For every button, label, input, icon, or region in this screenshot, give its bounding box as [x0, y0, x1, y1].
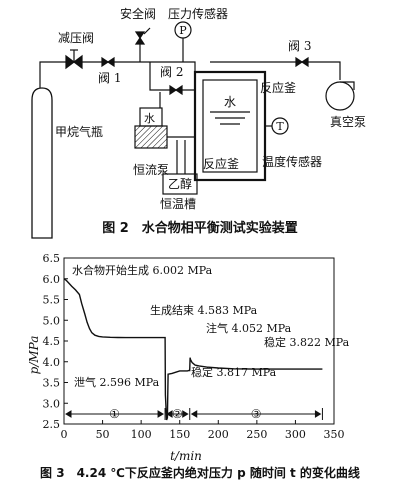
pressure-sensor-symbol: P: [179, 24, 187, 37]
label-water-tank: 水: [144, 112, 155, 125]
stage-arrow-head: [190, 410, 198, 418]
label-vacuum-pump: 真空泵: [330, 115, 366, 129]
figure-2-caption: 图 2 水合物相平衡测试实验装置: [102, 220, 298, 236]
stage-arrow-head: [65, 410, 72, 418]
vacuum-pump: [325, 81, 355, 111]
label-safety-valve: 安全阀: [120, 6, 156, 21]
valve-1: [101, 56, 115, 68]
methane-cylinder: [31, 87, 53, 239]
x-axis-ticks: 0 50 100 150 200 250 300 350: [61, 420, 345, 441]
annotation-stable-final: 稳定 3.822 MPa: [264, 335, 350, 349]
stage-arrow-head: [157, 410, 165, 418]
valve-2: [169, 84, 183, 96]
pressure-reducing-valve: [65, 49, 83, 70]
stage-arrow-head: [182, 410, 189, 418]
x-tick-label: 250: [246, 428, 267, 441]
y-tick-label: 5.0: [43, 314, 61, 327]
y-tick-label: 2.5: [43, 418, 61, 431]
stage-3-label: ③: [251, 407, 262, 421]
y-axis-ticks: 2.5 3.0 3.5 4.0 4.5 5.0 5.5 6.0 6.5: [43, 252, 68, 431]
y-tick-label: 4.5: [43, 335, 61, 348]
x-tick-label: 50: [96, 428, 110, 441]
stage-arrows: [65, 408, 323, 420]
apparatus-diagram: [31, 21, 355, 239]
stage-2-label: ②: [172, 407, 183, 421]
label-pressure-reducing-valve: 减压阀: [58, 31, 94, 45]
temperature-sensor: [271, 117, 289, 135]
pressure-time-chart: 2.5 3.0 3.5 4.0 4.5 5.0 5.5 6.0 6.5 0 50 100 150 200…: [27, 252, 350, 463]
annotation-start: 水合物开始生成 6.002 MPa: [72, 263, 213, 277]
x-axis-label: t/min: [170, 449, 202, 463]
label-constant-flow-pump: 恒流泵: [133, 163, 169, 177]
label-methane-cylinder: 甲烷气瓶: [55, 124, 103, 139]
label-pressure-sensor: 压力传感器: [168, 6, 228, 21]
label-reactor-bottom: 反应釜: [203, 156, 239, 171]
x-tick-label: 0: [61, 428, 68, 441]
constant-flow-pump: [134, 125, 168, 149]
y-tick-label: 3.0: [43, 397, 61, 410]
stage-1-label: ①: [109, 407, 120, 421]
y-tick-label: 6.0: [43, 273, 61, 286]
y-tick-label: 4.0: [43, 356, 61, 369]
pipe-to-vacuum: [230, 61, 341, 80]
x-tick-label: 100: [131, 428, 152, 441]
valve-3: [295, 56, 309, 68]
stage-arrow-head: [166, 410, 173, 418]
x-tick-label: 200: [208, 428, 229, 441]
y-tick-label: 5.5: [43, 294, 61, 307]
label-valve-1: 阀 1: [98, 71, 121, 85]
x-tick-label: 350: [324, 428, 345, 441]
figure-3-caption: 图 3 4.24 ℃下反应釜内绝对压力 p 随时间 t 的变化曲线: [40, 465, 360, 480]
thermostatic-bath: [162, 173, 198, 195]
x-tick-label: 150: [169, 428, 190, 441]
label-valve-3: 阀 3: [288, 39, 311, 53]
label-ethanol: 乙醇: [168, 176, 192, 191]
annotation-end: 生成结束 4.583 MPa: [150, 303, 258, 317]
label-reactor-water: 水: [224, 95, 236, 109]
annotation-inject: 注气 4.052 MPa: [206, 321, 292, 335]
y-tick-label: 6.5: [43, 252, 61, 265]
pressure-curve: [63, 278, 323, 421]
gas-pipe: [39, 61, 196, 88]
y-axis-label: p/MPa: [27, 336, 41, 375]
annotation-stable-mid: 稳定 3.817 MPa: [191, 365, 277, 379]
annotation-vent: 泄气 2.596 MPa: [74, 375, 160, 389]
x-tick-label: 300: [285, 428, 306, 441]
temperature-sensor-symbol: T: [276, 120, 284, 133]
label-reactor-top: 反应釜: [260, 80, 296, 95]
pressure-sensor: [174, 21, 192, 39]
stage-arrow-head: [314, 410, 322, 418]
label-valve-2: 阀 2: [160, 65, 183, 79]
safety-valve: [134, 27, 151, 45]
reactor-inner: [202, 79, 258, 173]
label-thermostatic-bath: 恒温槽: [160, 197, 196, 211]
y-tick-label: 3.5: [43, 377, 61, 390]
label-temperature-sensor: 温度传感器: [262, 154, 322, 169]
